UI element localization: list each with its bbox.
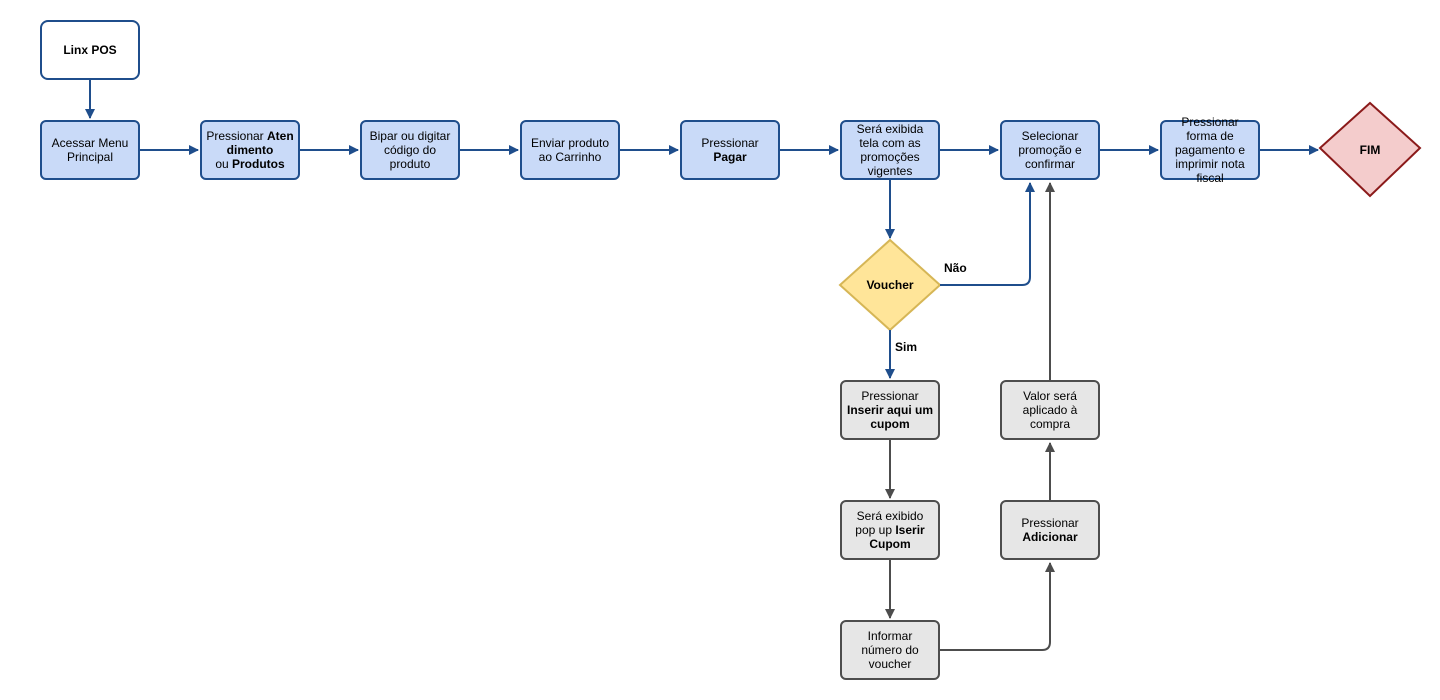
selecionar-node: Selecionar promoção e confirmar bbox=[1000, 120, 1100, 180]
forma-pagamento-label: Pressionar forma de pagamento e imprimir… bbox=[1174, 115, 1246, 185]
fim-diamond bbox=[1318, 101, 1422, 198]
inserir-text: Pressionar bbox=[861, 389, 919, 403]
edge-label-nao: Não bbox=[944, 261, 967, 275]
atendimento-bold-3: Produtos bbox=[232, 157, 285, 171]
forma-pagamento-node: Pressionar forma de pagamento e imprimir… bbox=[1160, 115, 1260, 185]
edge-informar-adicionar bbox=[940, 562, 1055, 651]
popup-node: Será exibido pop up Iserir Cupom bbox=[840, 500, 940, 560]
voucher-label: Voucher bbox=[866, 278, 914, 292]
popup-text: Será exibido pop up bbox=[855, 509, 924, 537]
edge-voucher-nao bbox=[940, 182, 1035, 286]
pagar-bold: Pagar bbox=[713, 150, 747, 164]
informar-node: Informar número do voucher bbox=[840, 620, 940, 680]
atendimento-text-1: Pressionar bbox=[206, 129, 268, 143]
menu-label: Acessar Menu Principal bbox=[51, 136, 129, 164]
informar-label: Informar número do voucher bbox=[861, 629, 919, 671]
start-label: Linx POS bbox=[63, 43, 117, 57]
menu-node: Acessar Menu Principal bbox=[40, 120, 140, 180]
atendimento-text-2: ou bbox=[215, 157, 232, 171]
inserir-bold: Inserir aqui um cupom bbox=[846, 403, 934, 431]
popup-label: Será exibido pop up Iserir Cupom bbox=[846, 509, 934, 551]
valor-node: Valor será aplicado à compra bbox=[1000, 380, 1100, 440]
atendimento-bold-2: dimento bbox=[226, 143, 274, 157]
popup-bold: Iserir Cupom bbox=[869, 523, 925, 551]
bipar-label: Bipar ou digitar código do produto bbox=[369, 129, 451, 171]
fim-label: FIM bbox=[1359, 142, 1381, 157]
promocoes-label: Será exibida tela com as promoções vigen… bbox=[856, 122, 924, 178]
selecionar-label: Selecionar promoção e confirmar bbox=[1018, 129, 1082, 171]
atendimento-bold-1: Aten bbox=[267, 129, 294, 143]
pagar-text: Pressionar bbox=[701, 136, 759, 150]
adicionar-bold: Adicionar bbox=[1022, 530, 1078, 544]
edge-label-sim: Sim bbox=[895, 340, 918, 354]
enviar-label: Enviar produto ao Carrinho bbox=[530, 136, 610, 164]
enviar-node: Enviar produto ao Carrinho bbox=[520, 120, 620, 180]
valor-label: Valor será aplicado à compra bbox=[1022, 389, 1078, 431]
promocoes-node: Será exibida tela com as promoções vigen… bbox=[840, 120, 940, 180]
start-node: Linx POS bbox=[40, 20, 140, 80]
adicionar-text: Pressionar bbox=[1021, 516, 1079, 530]
bipar-node: Bipar ou digitar código do produto bbox=[360, 120, 460, 180]
